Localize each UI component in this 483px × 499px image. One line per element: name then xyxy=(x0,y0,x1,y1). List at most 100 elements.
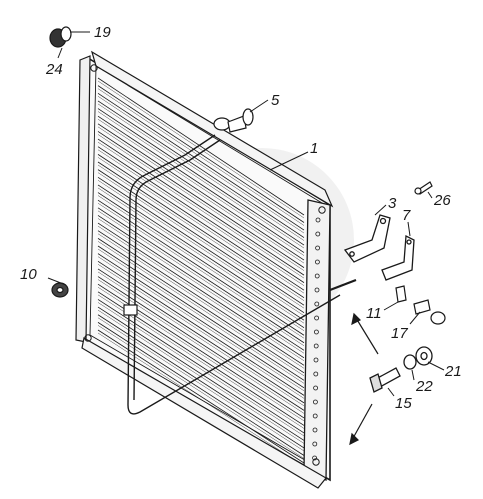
fin-line xyxy=(97,169,305,306)
fin-shadow xyxy=(97,141,305,279)
bracket-3 xyxy=(343,214,391,263)
tank-hole xyxy=(312,441,318,447)
fin-line xyxy=(97,184,305,321)
assembly-arrows xyxy=(349,312,379,446)
callout-5: 5 xyxy=(271,92,280,109)
tank-hole xyxy=(313,343,319,349)
tank-hole xyxy=(314,315,320,321)
bracket-7 xyxy=(381,234,415,281)
condenser-core xyxy=(75,50,334,489)
tank-hole xyxy=(315,217,321,223)
callout-26: 26 xyxy=(433,192,451,209)
tank-hole xyxy=(313,371,319,377)
tank-hole xyxy=(314,259,320,265)
fin-shadow xyxy=(97,149,305,286)
fin-line xyxy=(97,92,305,231)
fin-shadow xyxy=(97,225,305,361)
callout-22: 22 xyxy=(415,378,433,395)
fin-shadow xyxy=(97,271,305,407)
fin-line xyxy=(97,260,305,396)
fin-shadow xyxy=(97,80,305,219)
fin-shadow xyxy=(97,302,305,437)
tank-hole xyxy=(312,455,318,461)
callout-24: 24 xyxy=(45,61,63,78)
tank-hole xyxy=(313,385,319,391)
fin-line xyxy=(97,192,305,329)
tank-hole xyxy=(312,413,318,419)
fin-line xyxy=(97,138,305,276)
fin-line xyxy=(97,108,305,246)
fin-shadow xyxy=(97,294,305,429)
fin-shadow xyxy=(97,210,305,346)
fin-shadow xyxy=(97,218,305,354)
fin-shadow xyxy=(97,264,305,399)
fin-shadow xyxy=(97,332,305,467)
fin-line xyxy=(97,77,305,216)
tank-hole xyxy=(314,301,320,307)
fin-shadow xyxy=(97,180,305,316)
fin-line xyxy=(97,146,305,283)
leader-lines xyxy=(47,31,445,397)
fin-shadow xyxy=(97,134,305,271)
fin-line xyxy=(97,161,305,299)
fin-shadow xyxy=(97,317,305,452)
fin-line xyxy=(97,238,305,374)
nut-10 xyxy=(51,282,69,298)
callout-17: 17 xyxy=(391,325,408,342)
fin-shadow xyxy=(97,325,305,459)
callout-3: 3 xyxy=(388,195,397,212)
callout-1: 1 xyxy=(310,140,318,157)
fin-line xyxy=(97,154,305,291)
callout-10: 10 xyxy=(20,266,37,283)
pin-26 xyxy=(414,181,433,195)
fin-shadow xyxy=(97,88,305,226)
bolt-15-washers xyxy=(369,346,433,393)
fin-shadow xyxy=(97,126,305,264)
fin-line xyxy=(97,329,305,464)
fin-shadow xyxy=(97,256,305,392)
callout-21: 21 xyxy=(444,363,462,380)
callout-7: 7 xyxy=(402,207,411,224)
fin-shadow xyxy=(97,241,305,376)
fin-line xyxy=(97,123,305,261)
tank-hole xyxy=(313,329,319,335)
fin-line xyxy=(97,199,305,336)
fin-shadow xyxy=(97,248,305,384)
fin-shadow xyxy=(97,119,305,256)
fin-shadow xyxy=(97,172,305,309)
fin-shadow xyxy=(97,233,305,369)
tank-hole xyxy=(314,273,320,279)
fitting-valve xyxy=(213,108,254,133)
fin-line xyxy=(97,306,305,441)
fin-shadow xyxy=(97,157,305,294)
fin-line xyxy=(97,207,305,344)
fin-line xyxy=(97,314,305,449)
fin-shadow xyxy=(97,111,305,249)
fin-shadow xyxy=(97,187,305,324)
tank-hole xyxy=(315,245,321,251)
fin-shadow xyxy=(97,195,305,331)
fin-line xyxy=(97,215,305,351)
fin-line xyxy=(97,100,305,238)
fin-shadow xyxy=(97,103,305,241)
fin-line xyxy=(97,268,305,404)
fin-shadow xyxy=(97,279,305,414)
callout-15: 15 xyxy=(395,395,412,412)
callout-labels: 19 24 5 1 10 3 7 26 11 17 21 22 15 xyxy=(20,24,462,412)
fin-shadow xyxy=(97,96,305,234)
fin-line xyxy=(97,322,305,456)
fin-line xyxy=(97,276,305,411)
callout-19: 19 xyxy=(94,24,111,41)
fin-shadow xyxy=(97,203,305,339)
fin-line xyxy=(97,85,305,223)
fin-line xyxy=(97,115,305,253)
refrigerant-tube xyxy=(123,134,357,415)
fin-line xyxy=(97,176,305,314)
fin-line xyxy=(97,299,305,434)
tank-hole xyxy=(312,399,318,405)
fin-line xyxy=(97,245,305,381)
tank-hole xyxy=(312,427,318,433)
nut-washer-19-24 xyxy=(49,26,72,48)
